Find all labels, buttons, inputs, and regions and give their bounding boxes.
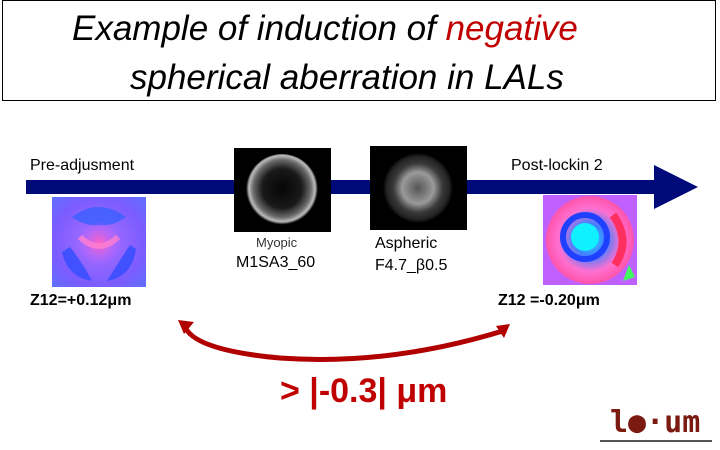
aspheric-pupil-image (370, 146, 467, 230)
myopic-code: M1SA3_60 (236, 254, 316, 271)
logo-underline (600, 440, 712, 442)
difference-arc-arrow (178, 320, 510, 362)
myopic-pupil-image (234, 148, 331, 232)
title-box (2, 0, 716, 101)
timeline-arrow (26, 165, 698, 209)
aspheric-caption: Aspheric (375, 235, 438, 252)
logo-text: l●·um (610, 405, 701, 440)
pre-wavefront-map (52, 197, 146, 287)
lab-logo: l●·um (610, 405, 700, 440)
title-highlight: negative (445, 9, 578, 48)
post-wavefront-map (543, 195, 637, 285)
pre-adjustment-label: Pre-adjusment (30, 157, 135, 174)
title-line-1: Example of induction of negative (72, 8, 578, 50)
delta-value: > |-0.3| μm (280, 372, 448, 410)
title-text: Example of induction of (72, 9, 446, 48)
title-line-2: spherical aberration in LALs (130, 58, 564, 97)
z12-pre-value: Z12=+0.12μm (30, 292, 132, 309)
aspheric-code: F4.7_β0.5 (375, 257, 448, 274)
post-lockin-label: Post-lockin 2 (511, 157, 603, 174)
myopic-caption: Myopic (256, 235, 298, 250)
z12-post-value: Z12 =-0.20μm (498, 292, 600, 309)
